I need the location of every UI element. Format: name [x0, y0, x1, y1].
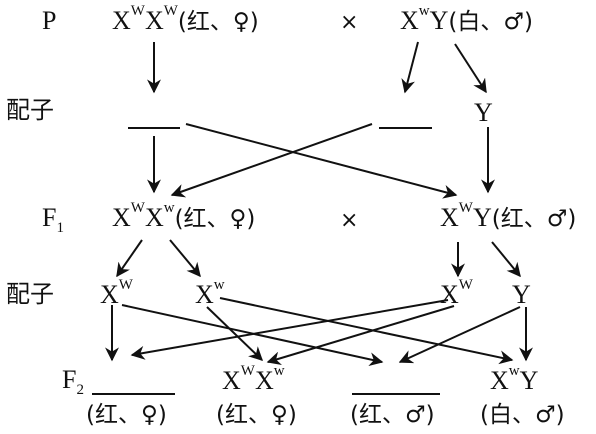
- allele-letter: X: [112, 6, 131, 35]
- phenotype-note: (红、♀): [177, 9, 259, 35]
- allele-letter: X: [100, 280, 119, 309]
- arrow-male-xw-to-o2: [266, 305, 455, 366]
- allele-letter: X: [195, 280, 214, 309]
- allele-letter: X: [440, 280, 459, 309]
- allele-letter: Y: [519, 366, 539, 395]
- allele-letter: X: [112, 203, 131, 232]
- allele-sup: W: [163, 3, 178, 20]
- allele-letter: Y: [429, 6, 449, 35]
- p-male-genotype: XwY(白、♂): [400, 4, 533, 35]
- f1-subscript: 1: [56, 220, 64, 237]
- f1-letter: F: [42, 203, 57, 232]
- arrow-f1-female-to-xw-lower: [169, 239, 201, 278]
- f2-letter: F: [62, 365, 77, 394]
- f1-male-genotype: XWY(红、♂): [440, 201, 577, 232]
- allele-sup: w: [418, 3, 430, 20]
- allele-letter: X: [440, 203, 459, 232]
- allele-letter: X: [254, 366, 274, 395]
- arrow-f1-female-to-xw-upper: [116, 239, 143, 278]
- phenotype-note: (红、♂): [491, 206, 577, 232]
- allele-sup: W: [130, 3, 145, 20]
- arrow-f1-male-to-y: [491, 241, 521, 278]
- row-label-gamete-2: 配子: [6, 280, 54, 308]
- allele-letter: Y: [472, 203, 492, 232]
- allele-sup: W: [240, 363, 255, 380]
- arrow-male-xw-to-o1: [130, 299, 449, 360]
- f1-gamete-female-1: XW: [100, 278, 133, 309]
- p-female-genotype: XWXW(红、♀): [112, 4, 259, 35]
- allele-sup: W: [458, 277, 473, 294]
- allele-letter: X: [400, 6, 419, 35]
- allele-letter: X: [144, 6, 164, 35]
- f2-offspring-4-phenotype: (白、♂): [480, 402, 565, 428]
- arrow-male-y-to-o3: [398, 306, 521, 364]
- cross-symbol-f1: ×: [340, 208, 359, 233]
- p-gamete-y: Y: [474, 98, 493, 127]
- allele-letter: X: [144, 203, 164, 232]
- allele-sup: w: [163, 200, 175, 217]
- f2-offspring-1-phenotype: (红、♀): [86, 402, 167, 428]
- f2-offspring-2-phenotype: (红、♀): [216, 402, 297, 428]
- row-label-f2: F2: [62, 365, 84, 398]
- allele-sup: W: [118, 277, 133, 294]
- f2-subscript: 2: [76, 382, 84, 399]
- cross-symbol-p: ×: [340, 10, 359, 35]
- arrow-p-male-to-gamete-xw: [401, 41, 419, 94]
- allele-letter: X: [490, 366, 509, 395]
- allele-sup: W: [130, 200, 145, 217]
- arrow-female-xw2-to-o2: [206, 306, 264, 361]
- arrow-gamete-female-to-f1-male: [185, 123, 458, 199]
- f2-offspring-3-phenotype: (红、♂): [350, 402, 435, 428]
- allele-sup: w: [213, 277, 225, 294]
- row-label-gamete-1: 配子: [6, 96, 54, 124]
- f2-offspring-2-genotype: XWXw: [222, 364, 285, 395]
- row-label-p: P: [42, 6, 57, 35]
- row-label-f1: F1: [42, 203, 64, 236]
- f1-gamete-male-2: Y: [512, 280, 531, 309]
- f1-gamete-female-2: Xw: [195, 278, 225, 309]
- f1-gamete-male-1: XW: [440, 278, 473, 309]
- f2-offspring-4-genotype: XwY: [490, 364, 539, 395]
- phenotype-note: (红、♀): [174, 206, 256, 232]
- arrow-p-male-to-gamete-y: [454, 43, 487, 94]
- arrow-female-xw2-to-o4: [219, 297, 514, 365]
- allele-letter: X: [222, 366, 241, 395]
- f1-female-genotype: XWXw(红、♀): [112, 201, 256, 232]
- allele-sup: W: [458, 200, 473, 217]
- phenotype-note: (白、♂): [448, 9, 533, 35]
- allele-sup: w: [273, 363, 285, 380]
- arrow-gamete-xw-to-f1-female: [170, 123, 373, 198]
- allele-sup: w: [508, 363, 520, 380]
